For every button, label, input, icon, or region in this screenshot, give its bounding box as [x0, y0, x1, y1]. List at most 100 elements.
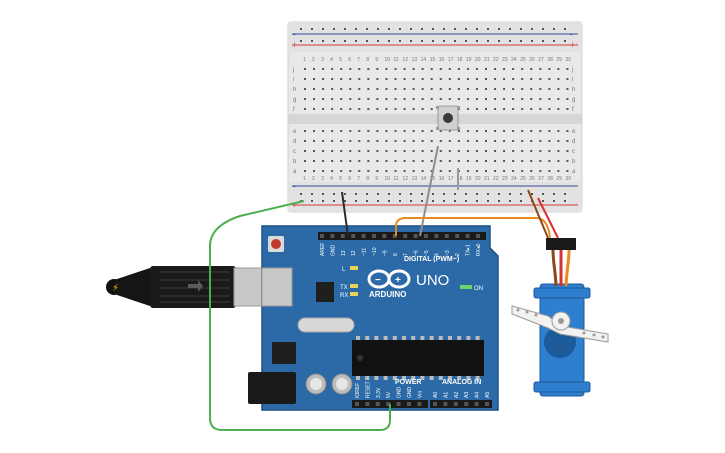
breadboard-hole[interactable]	[512, 88, 515, 90]
breadboard-hole[interactable]	[304, 130, 306, 132]
breadboard-hole[interactable]	[331, 78, 334, 80]
power-pin[interactable]	[375, 402, 380, 406]
breadboard-hole[interactable]	[358, 78, 361, 80]
digital-pin[interactable]	[476, 234, 480, 238]
breadboard-hole[interactable]	[485, 170, 487, 172]
breadboard-hole[interactable]	[358, 150, 361, 152]
breadboard-hole[interactable]	[304, 68, 306, 70]
breadboard-hole[interactable]	[421, 68, 424, 70]
breadboard-hole[interactable]	[421, 170, 424, 172]
breadboard-hole[interactable]	[376, 88, 379, 90]
breadboard-hole[interactable]	[385, 68, 388, 70]
breadboard-hole[interactable]	[530, 68, 533, 70]
breadboard-hole[interactable]	[521, 68, 524, 70]
power-pin[interactable]	[355, 402, 359, 406]
rail-hole[interactable]	[344, 200, 346, 202]
breadboard-hole[interactable]	[331, 98, 334, 100]
breadboard-hole[interactable]	[530, 170, 533, 172]
rail-hole[interactable]	[564, 200, 566, 202]
breadboard-hole[interactable]	[457, 140, 460, 142]
breadboard-hole[interactable]	[557, 68, 560, 70]
wire-green-5v[interactable]	[209, 200, 391, 431]
breadboard-hole[interactable]	[322, 78, 325, 80]
breadboard-hole[interactable]	[385, 98, 388, 100]
breadboard-hole[interactable]	[503, 88, 506, 90]
breadboard-hole[interactable]	[313, 150, 316, 152]
breadboard-hole[interactable]	[394, 108, 397, 110]
breadboard-hole[interactable]	[340, 108, 343, 110]
breadboard-hole[interactable]	[349, 88, 352, 90]
rail-hole[interactable]	[322, 200, 324, 202]
breadboard-hole[interactable]	[557, 98, 560, 100]
breadboard-hole[interactable]	[448, 150, 451, 152]
rail-hole[interactable]	[564, 40, 566, 42]
rail-hole[interactable]	[443, 200, 445, 202]
breadboard-hole[interactable]	[412, 140, 415, 142]
breadboard-hole[interactable]	[376, 170, 379, 172]
breadboard-hole[interactable]	[322, 130, 325, 132]
breadboard-hole[interactable]	[548, 88, 551, 90]
breadboard-hole[interactable]	[331, 160, 334, 162]
power-pin[interactable]	[407, 402, 411, 406]
breadboard-hole[interactable]	[566, 88, 569, 90]
rail-hole[interactable]	[300, 193, 302, 195]
breadboard-hole[interactable]	[466, 108, 469, 110]
servo-motor[interactable]	[511, 238, 609, 397]
rail-hole[interactable]	[333, 193, 335, 195]
breadboard-hole[interactable]	[376, 68, 379, 70]
digital-pin[interactable]	[361, 234, 366, 238]
pushbutton[interactable]	[436, 105, 460, 131]
breadboard-hole[interactable]	[340, 98, 343, 100]
analog-pin[interactable]	[443, 402, 448, 406]
breadboard-hole[interactable]	[503, 150, 506, 152]
breadboard-hole[interactable]	[485, 150, 487, 152]
breadboard-hole[interactable]	[421, 150, 424, 152]
breadboard-hole[interactable]	[530, 140, 533, 142]
breadboard-hole[interactable]	[485, 108, 487, 110]
breadboard-hole[interactable]	[457, 68, 460, 70]
breadboard-hole[interactable]	[466, 88, 469, 90]
breadboard-hole[interactable]	[539, 160, 542, 162]
breadboard-hole[interactable]	[485, 98, 487, 100]
breadboard-hole[interactable]	[421, 130, 424, 132]
rail-hole[interactable]	[399, 193, 401, 195]
breadboard-hole[interactable]	[403, 130, 406, 132]
rail-hole[interactable]	[509, 200, 511, 202]
breadboard-hole[interactable]	[358, 140, 361, 142]
wire-red-power[interactable]	[537, 197, 559, 239]
rail-hole[interactable]	[454, 40, 456, 42]
rail-hole[interactable]	[487, 40, 489, 42]
breadboard-hole[interactable]	[412, 88, 415, 90]
breadboard-hole[interactable]	[439, 170, 442, 172]
breadboard-hole[interactable]	[322, 68, 325, 70]
digital-pin[interactable]	[424, 234, 428, 238]
breadboard-hole[interactable]	[503, 98, 506, 100]
breadboard-hole[interactable]	[566, 108, 569, 110]
rail-hole[interactable]	[443, 28, 445, 30]
breadboard-hole[interactable]	[557, 150, 560, 152]
rail-hole[interactable]	[432, 193, 434, 195]
breadboard-hole[interactable]	[548, 68, 551, 70]
breadboard-hole[interactable]	[349, 78, 352, 80]
breadboard-hole[interactable]	[457, 78, 460, 80]
breadboard-hole[interactable]	[313, 170, 316, 172]
breadboard-hole[interactable]	[313, 68, 316, 70]
rail-hole[interactable]	[355, 193, 357, 195]
breadboard-hole[interactable]	[557, 140, 560, 142]
breadboard-hole[interactable]	[439, 130, 442, 132]
breadboard-hole[interactable]	[548, 160, 551, 162]
breadboard-hole[interactable]	[430, 108, 433, 110]
rail-hole[interactable]	[498, 28, 500, 30]
digital-pin[interactable]	[444, 234, 449, 238]
breadboard-hole[interactable]	[340, 78, 343, 80]
breadboard-hole[interactable]	[331, 150, 334, 152]
power-pin[interactable]	[417, 402, 422, 406]
breadboard-hole[interactable]	[494, 160, 497, 162]
servo-horn[interactable]	[511, 305, 609, 343]
breadboard-hole[interactable]	[403, 98, 406, 100]
breadboard-hole[interactable]	[385, 150, 388, 152]
breadboard-hole[interactable]	[503, 108, 506, 110]
rail-hole[interactable]	[377, 200, 379, 202]
breadboard-hole[interactable]	[385, 130, 388, 132]
